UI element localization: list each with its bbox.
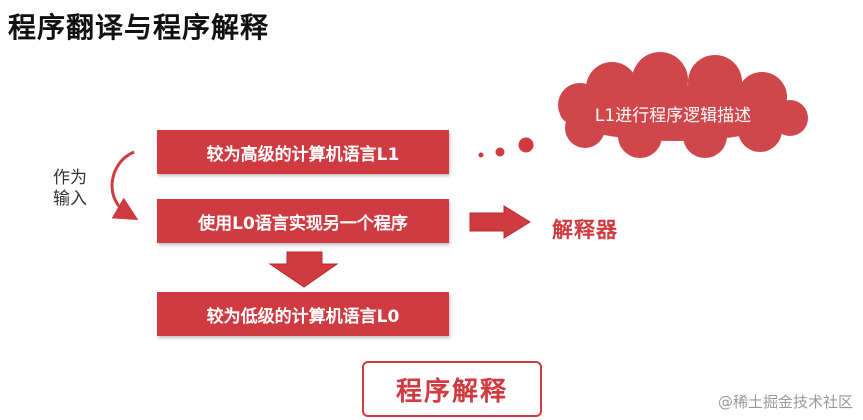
thought-cloud xyxy=(558,52,808,158)
as-input-label-line1: 作为 xyxy=(53,168,87,188)
program-interpretation-label: 程序解释 xyxy=(362,361,542,417)
curved-input-arrow xyxy=(110,150,139,221)
implement-program-box: 使用L0语言实现另一个程序 xyxy=(157,199,449,243)
lower-language-box: 较为低级的计算机语言L0 xyxy=(157,292,449,336)
as-input-label-line2: 输入 xyxy=(53,189,87,209)
as-input-label: 作为 输入 xyxy=(48,168,92,210)
down-block-arrow xyxy=(268,251,339,288)
higher-language-box: 较为高级的计算机语言L1 xyxy=(157,130,449,174)
thought-dot-medium xyxy=(495,147,505,157)
thought-dot-large xyxy=(518,137,534,153)
right-block-arrow xyxy=(469,205,531,239)
thought-dot-small xyxy=(478,152,484,158)
watermark: @稀土掘金技术社区 xyxy=(717,393,853,411)
interpreter-label: 解释器 xyxy=(552,218,618,242)
cloud-text: L1进行程序逻辑描述 xyxy=(594,106,752,126)
page-title: 程序翻译与程序解释 xyxy=(8,11,270,44)
